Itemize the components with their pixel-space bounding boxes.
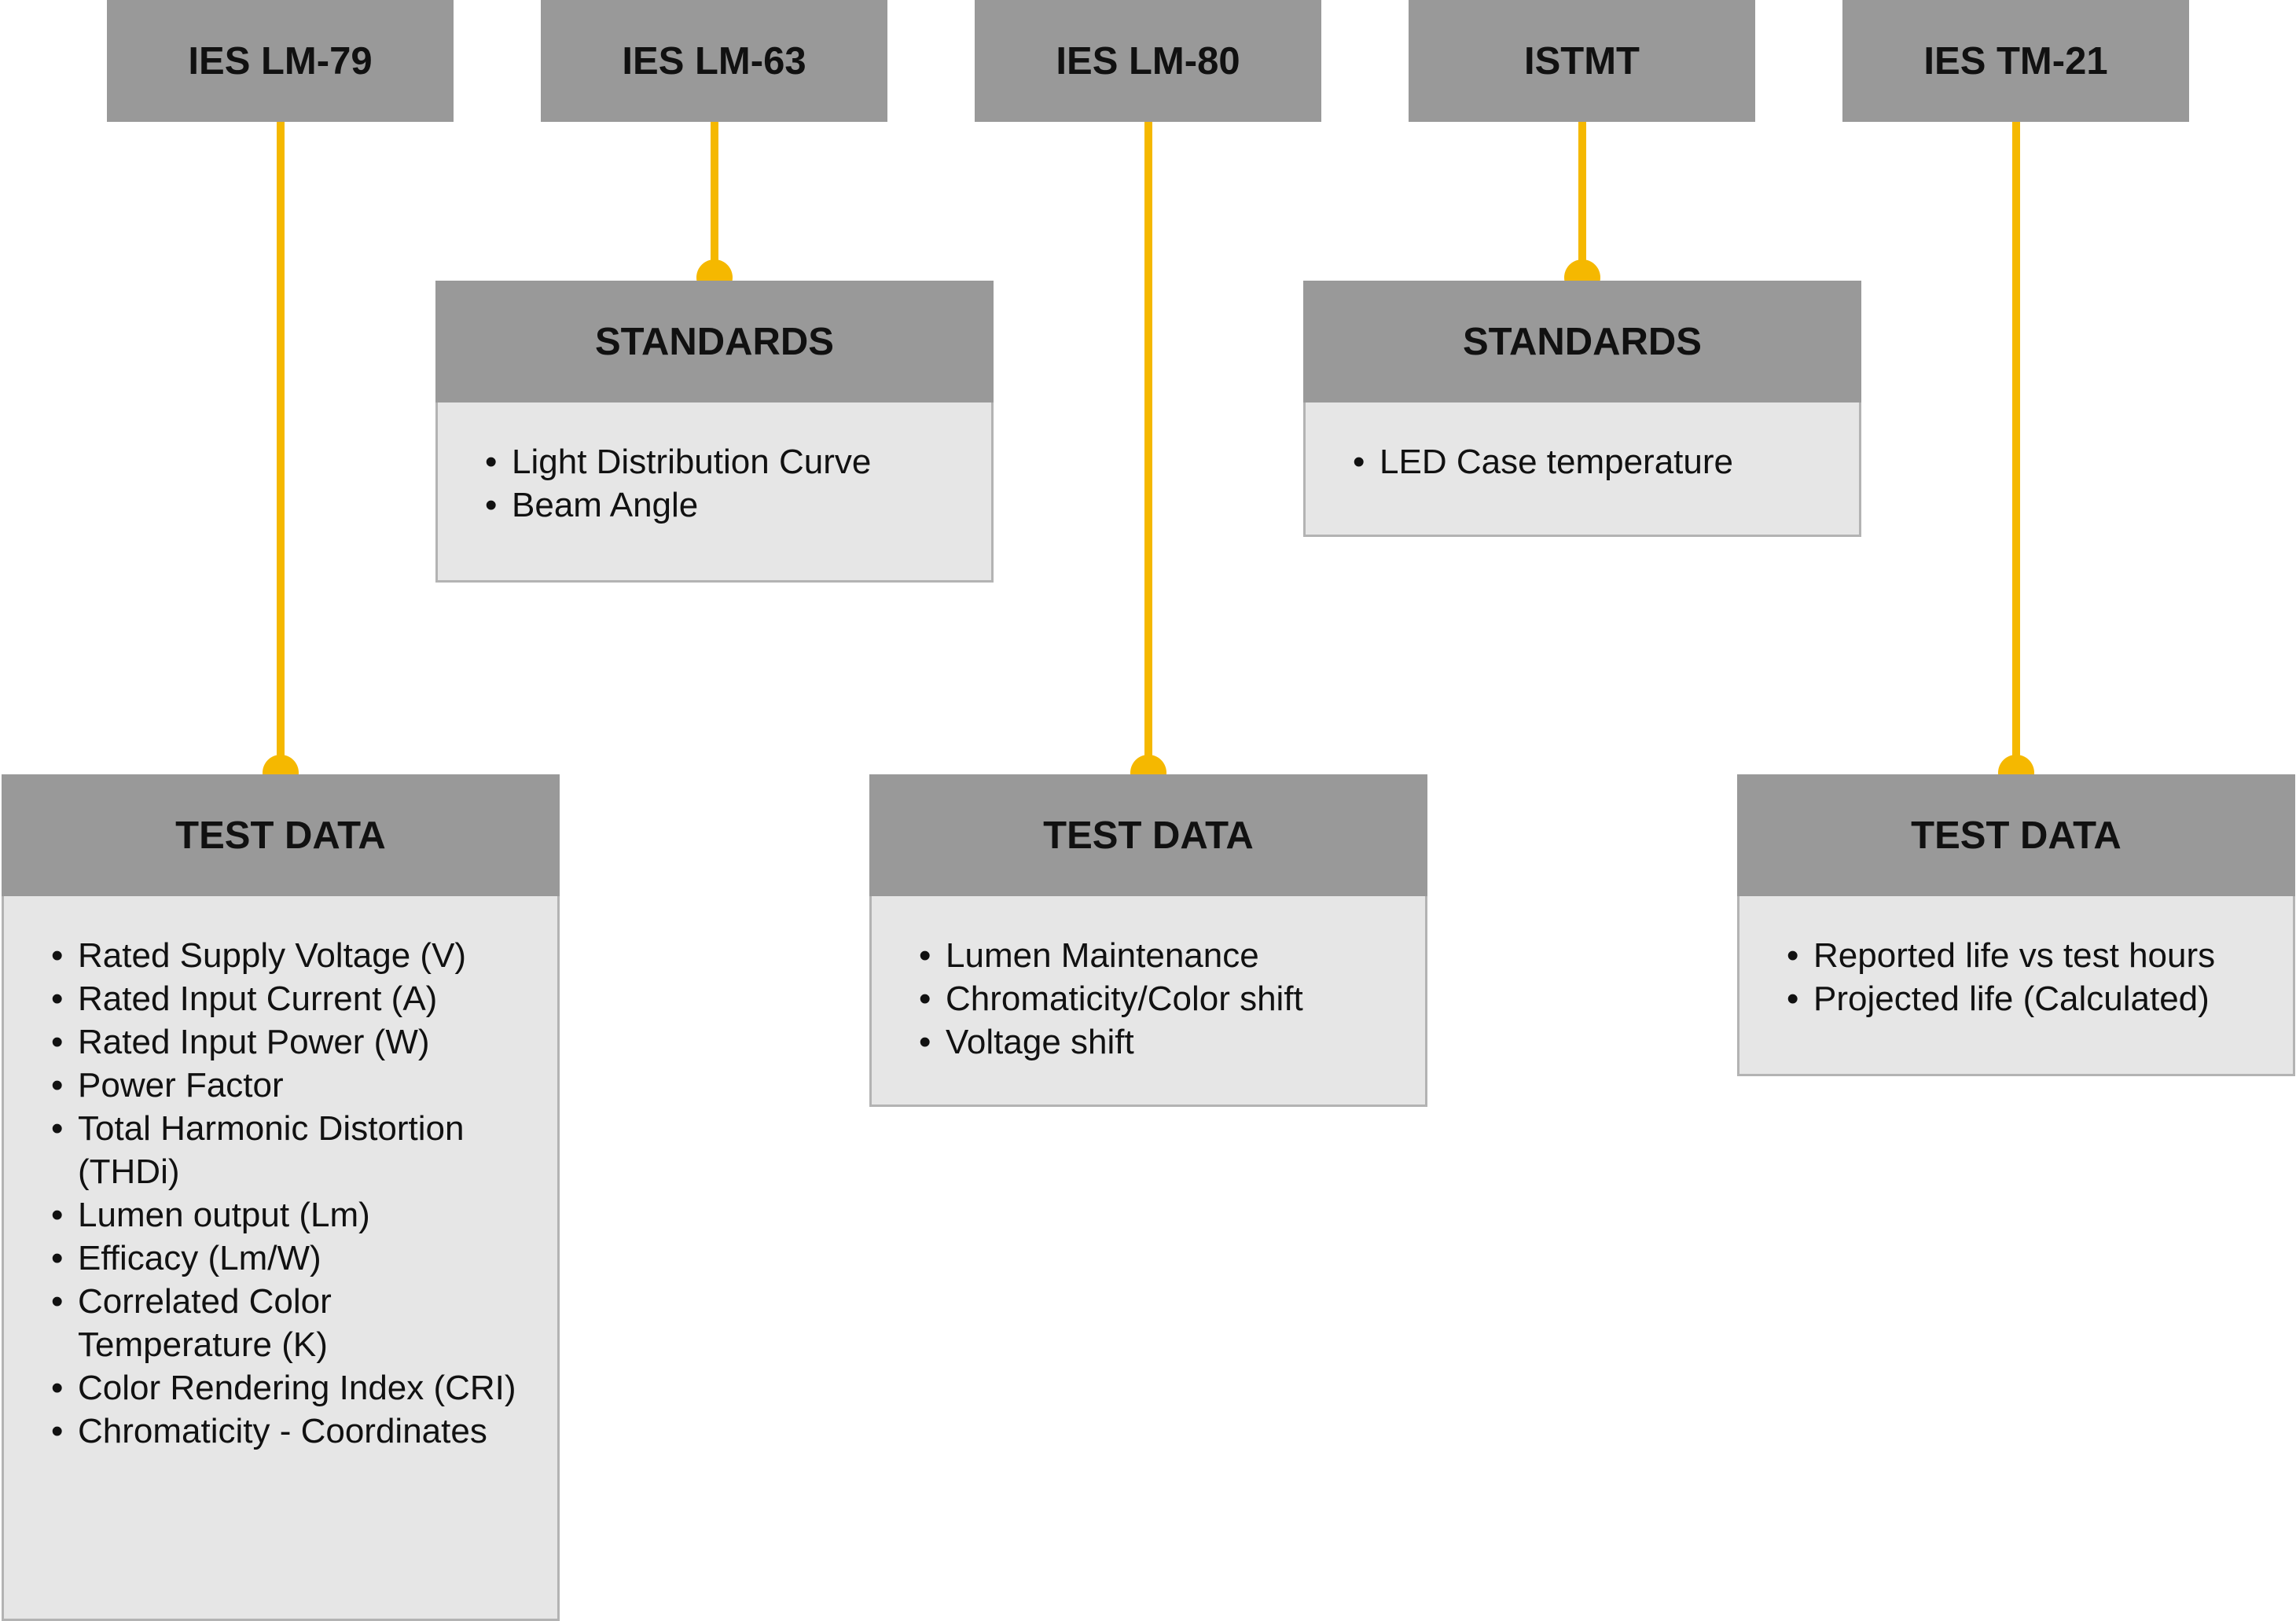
card-title: TEST DATA bbox=[1737, 774, 2295, 896]
list-item: Voltage shift bbox=[919, 1020, 1401, 1064]
list-item: LED Case temperature bbox=[1353, 440, 1835, 483]
list-item: Projected life (Calculated) bbox=[1787, 977, 2269, 1020]
card-title: TEST DATA bbox=[2, 774, 560, 896]
card-body: Reported life vs test hours Projected li… bbox=[1737, 896, 2295, 1076]
card-lm80-test-data: TEST DATA Lumen Maintenance Chromaticity… bbox=[869, 774, 1427, 1107]
card-lm63-standards: STANDARDS Light Distribution Curve Beam … bbox=[435, 281, 994, 583]
list-item: Color Rendering Index (CRI) bbox=[51, 1366, 534, 1410]
card-list: Reported life vs test hours Projected li… bbox=[1787, 934, 2269, 1020]
standard-header-lm63: IES LM-63 bbox=[541, 0, 887, 122]
card-body: Light Distribution Curve Beam Angle bbox=[435, 402, 994, 583]
list-item: Chromaticity - Coordinates bbox=[51, 1410, 534, 1453]
card-body: Rated Supply Voltage (V) Rated Input Cur… bbox=[2, 896, 560, 1621]
list-item: Correlated Color Temperature (K) bbox=[51, 1280, 392, 1366]
card-list: Rated Supply Voltage (V) Rated Input Cur… bbox=[51, 934, 534, 1453]
card-title: STANDARDS bbox=[435, 281, 994, 402]
card-list: Lumen Maintenance Chromaticity/Color shi… bbox=[919, 934, 1401, 1064]
list-item: Total Harmonic Distortion (THDi) bbox=[51, 1107, 487, 1193]
list-item: Rated Input Power (W) bbox=[51, 1020, 534, 1064]
list-item: Light Distribution Curve bbox=[485, 440, 968, 483]
list-item: Reported life vs test hours bbox=[1787, 934, 2269, 977]
card-title: TEST DATA bbox=[869, 774, 1427, 896]
connector-tm21 bbox=[2012, 122, 2020, 774]
list-item: Chromaticity/Color shift bbox=[919, 977, 1401, 1020]
card-body: LED Case temperature bbox=[1303, 402, 1861, 537]
list-item: Power Factor bbox=[51, 1064, 534, 1107]
list-item: Rated Supply Voltage (V) bbox=[51, 934, 534, 977]
standard-header-lm80: IES LM-80 bbox=[975, 0, 1321, 122]
standard-header-istmt: ISTMT bbox=[1409, 0, 1755, 122]
connector-lm79 bbox=[277, 122, 285, 774]
connector-lm63 bbox=[711, 122, 718, 279]
standards-diagram: IES LM-79 IES LM-63 IES LM-80 ISTMT IES … bbox=[0, 0, 2296, 1503]
list-item: Lumen Maintenance bbox=[919, 934, 1401, 977]
list-item: Lumen output (Lm) bbox=[51, 1193, 534, 1237]
card-title: STANDARDS bbox=[1303, 281, 1861, 402]
connector-istmt bbox=[1578, 122, 1586, 279]
card-lm79-test-data: TEST DATA Rated Supply Voltage (V) Rated… bbox=[2, 774, 560, 1621]
standard-header-tm21: IES TM-21 bbox=[1842, 0, 2189, 122]
standard-header-lm79: IES LM-79 bbox=[107, 0, 454, 122]
card-list: LED Case temperature bbox=[1353, 440, 1835, 483]
connector-lm80 bbox=[1144, 122, 1152, 774]
card-body: Lumen Maintenance Chromaticity/Color shi… bbox=[869, 896, 1427, 1107]
card-tm21-test-data: TEST DATA Reported life vs test hours Pr… bbox=[1737, 774, 2295, 1076]
list-item: Efficacy (Lm/W) bbox=[51, 1237, 534, 1280]
list-item: Beam Angle bbox=[485, 483, 968, 527]
card-list: Light Distribution Curve Beam Angle bbox=[485, 440, 968, 527]
card-istmt-standards: STANDARDS LED Case temperature bbox=[1303, 281, 1861, 537]
list-item: Rated Input Current (A) bbox=[51, 977, 534, 1020]
